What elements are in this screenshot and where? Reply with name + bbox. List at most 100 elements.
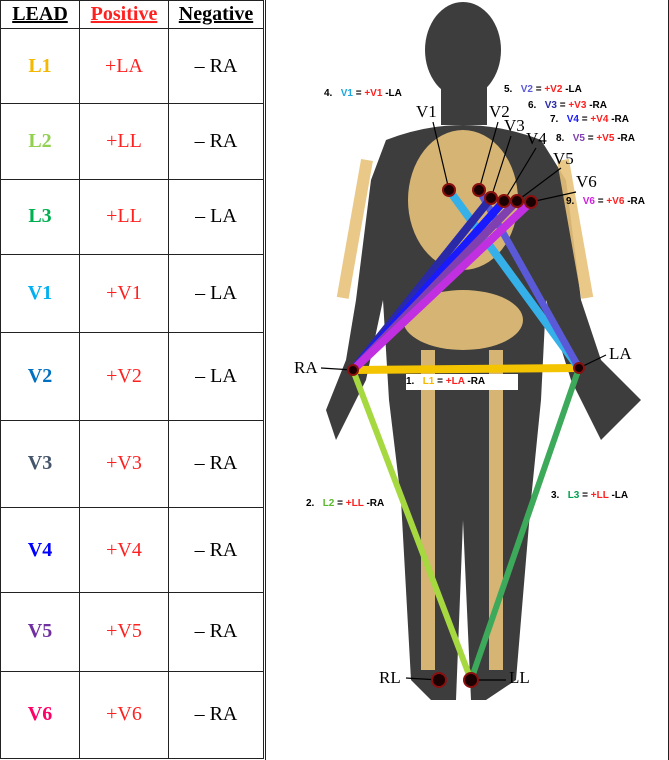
annotation-lead: V3 xyxy=(544,100,557,111)
annotation-positive: +V4 xyxy=(590,114,609,125)
positive-electrode: +V1 xyxy=(79,253,169,334)
negative-electrode: – RA xyxy=(168,670,264,760)
annotation-positive: +V3 xyxy=(568,100,587,111)
annotation-v2: 5. V2 = +V2 -LA xyxy=(504,84,582,96)
annotation-l3: 3. L3 = +LL -LA xyxy=(551,490,628,502)
annotation-negative: -RA xyxy=(589,100,607,111)
annotation-positive: +LL xyxy=(345,498,364,509)
electrode-label-v6: V6 xyxy=(576,172,597,191)
annotation-l1: 1. L1 = +LA -RA xyxy=(406,376,485,388)
annotation-equals: = xyxy=(581,114,588,125)
annotation-number: 9. xyxy=(566,196,575,207)
annotation-number: 8. xyxy=(556,133,565,144)
lead-name: L2 xyxy=(0,103,80,180)
lead-name: L3 xyxy=(0,178,80,256)
lead-v6-line xyxy=(349,198,535,374)
annotation-positive: +LA xyxy=(445,376,465,387)
annotation-v6: 9. V6 = +V6 -RA xyxy=(566,196,645,208)
annotation-v3: 6. V3 = +V3 -RA xyxy=(528,100,607,112)
annotation-positive: +V1 xyxy=(364,88,383,99)
annotation-equals: = xyxy=(337,498,343,509)
lead-l3-line xyxy=(468,365,582,683)
lead-name: V4 xyxy=(0,506,80,594)
lead-l2-line xyxy=(350,367,474,683)
annotation-number: 6. xyxy=(528,100,537,111)
annotation-positive: +LL xyxy=(590,490,609,501)
negative-electrode: – LA xyxy=(168,253,264,334)
table-row: V5+V5– RA xyxy=(0,592,264,672)
annotation-equals: = xyxy=(437,376,443,387)
electrode-label-la: LA xyxy=(609,344,632,363)
annotation-negative: -LA xyxy=(611,490,629,501)
lead-name: L1 xyxy=(0,28,80,105)
annotation-equals: = xyxy=(559,100,566,111)
electrode-label-v3: V3 xyxy=(504,116,525,135)
table-row: L3+LL– LA xyxy=(0,178,264,256)
positive-electrode: +V6 xyxy=(79,670,169,760)
table-row: V4+V4– RA xyxy=(0,506,264,594)
negative-electrode: – RA xyxy=(168,103,264,180)
electrode-label-v4: V4 xyxy=(526,129,547,148)
annotation-number: 2. xyxy=(306,498,315,509)
positive-electrode: +V3 xyxy=(79,419,169,508)
annotation-number: 3. xyxy=(551,490,560,501)
annotation-equals: = xyxy=(582,490,588,501)
body-illustration xyxy=(320,2,641,700)
l1-label-bg xyxy=(406,374,518,390)
lead-l1-line xyxy=(349,364,583,374)
electrode-label-ra: RA xyxy=(294,358,318,377)
annotation-negative: -RA xyxy=(617,133,635,144)
annotation-lead: V2 xyxy=(520,84,533,95)
annotation-equals: = xyxy=(355,88,362,99)
annotation-equals: = xyxy=(597,196,604,207)
annotation-v1: 4. V1 = +V1 -LA xyxy=(324,88,402,100)
annotation-positive: +V6 xyxy=(606,196,625,207)
negative-electrode: – RA xyxy=(168,419,264,508)
electrodes xyxy=(347,183,585,688)
negative-electrode: – RA xyxy=(168,506,264,594)
negative-electrode: – RA xyxy=(168,28,264,105)
positive-electrode: +LL xyxy=(79,103,169,180)
annotation-lead: V5 xyxy=(572,133,585,144)
annotation-positive: +V2 xyxy=(544,84,563,95)
annotation-lead: V6 xyxy=(582,196,595,207)
annotation-negative: -RA xyxy=(467,376,486,387)
positive-electrode: +LA xyxy=(79,28,169,105)
header-lead: LEAD xyxy=(0,0,80,30)
annotation-equals: = xyxy=(535,84,542,95)
header-positive: Positive xyxy=(79,0,169,30)
electrode-label-v5: V5 xyxy=(553,149,574,168)
annotation-lead: L2 xyxy=(322,498,335,509)
annotation-positive: +V5 xyxy=(596,133,615,144)
negative-electrode: – LA xyxy=(168,178,264,256)
negative-electrode: – LA xyxy=(168,332,264,421)
annotation-number: 5. xyxy=(504,84,513,95)
annotation-lead: L3 xyxy=(567,490,580,501)
annotation-negative: -LA xyxy=(385,88,402,99)
annotation-negative: -LA xyxy=(565,84,582,95)
positive-electrode: +V2 xyxy=(79,332,169,421)
annotation-v4: 7. V4 = +V4 -RA xyxy=(550,114,629,126)
annotation-equals: = xyxy=(587,133,594,144)
body-diagram: V1 V2 V3 V4 V5 V6 RA LA RL LL 1. L1 = +L… xyxy=(265,0,669,760)
header-negative: Negative xyxy=(168,0,264,30)
table-row: L2+LL– RA xyxy=(0,103,264,180)
annotation-negative: -RA xyxy=(366,498,385,509)
electrode-label-ll: LL xyxy=(509,668,530,687)
lead-name: V1 xyxy=(0,253,80,334)
table-row: V1+V1– LA xyxy=(0,253,264,334)
lead-lines xyxy=(349,186,583,683)
annotation-negative: -RA xyxy=(611,114,629,125)
table-row: V3+V3– RA xyxy=(0,419,264,508)
lead-name: V6 xyxy=(0,670,80,760)
negative-electrode: – RA xyxy=(168,592,264,672)
lead-name: V5 xyxy=(0,592,80,672)
table-row: V2+V2– LA xyxy=(0,332,264,421)
positive-electrode: +LL xyxy=(79,178,169,256)
skeleton xyxy=(336,130,594,670)
lead-name: V2 xyxy=(0,332,80,421)
annotation-lead: L1 xyxy=(422,376,435,387)
electrode-label-v1: V1 xyxy=(416,102,437,121)
positive-electrode: +V4 xyxy=(79,506,169,594)
